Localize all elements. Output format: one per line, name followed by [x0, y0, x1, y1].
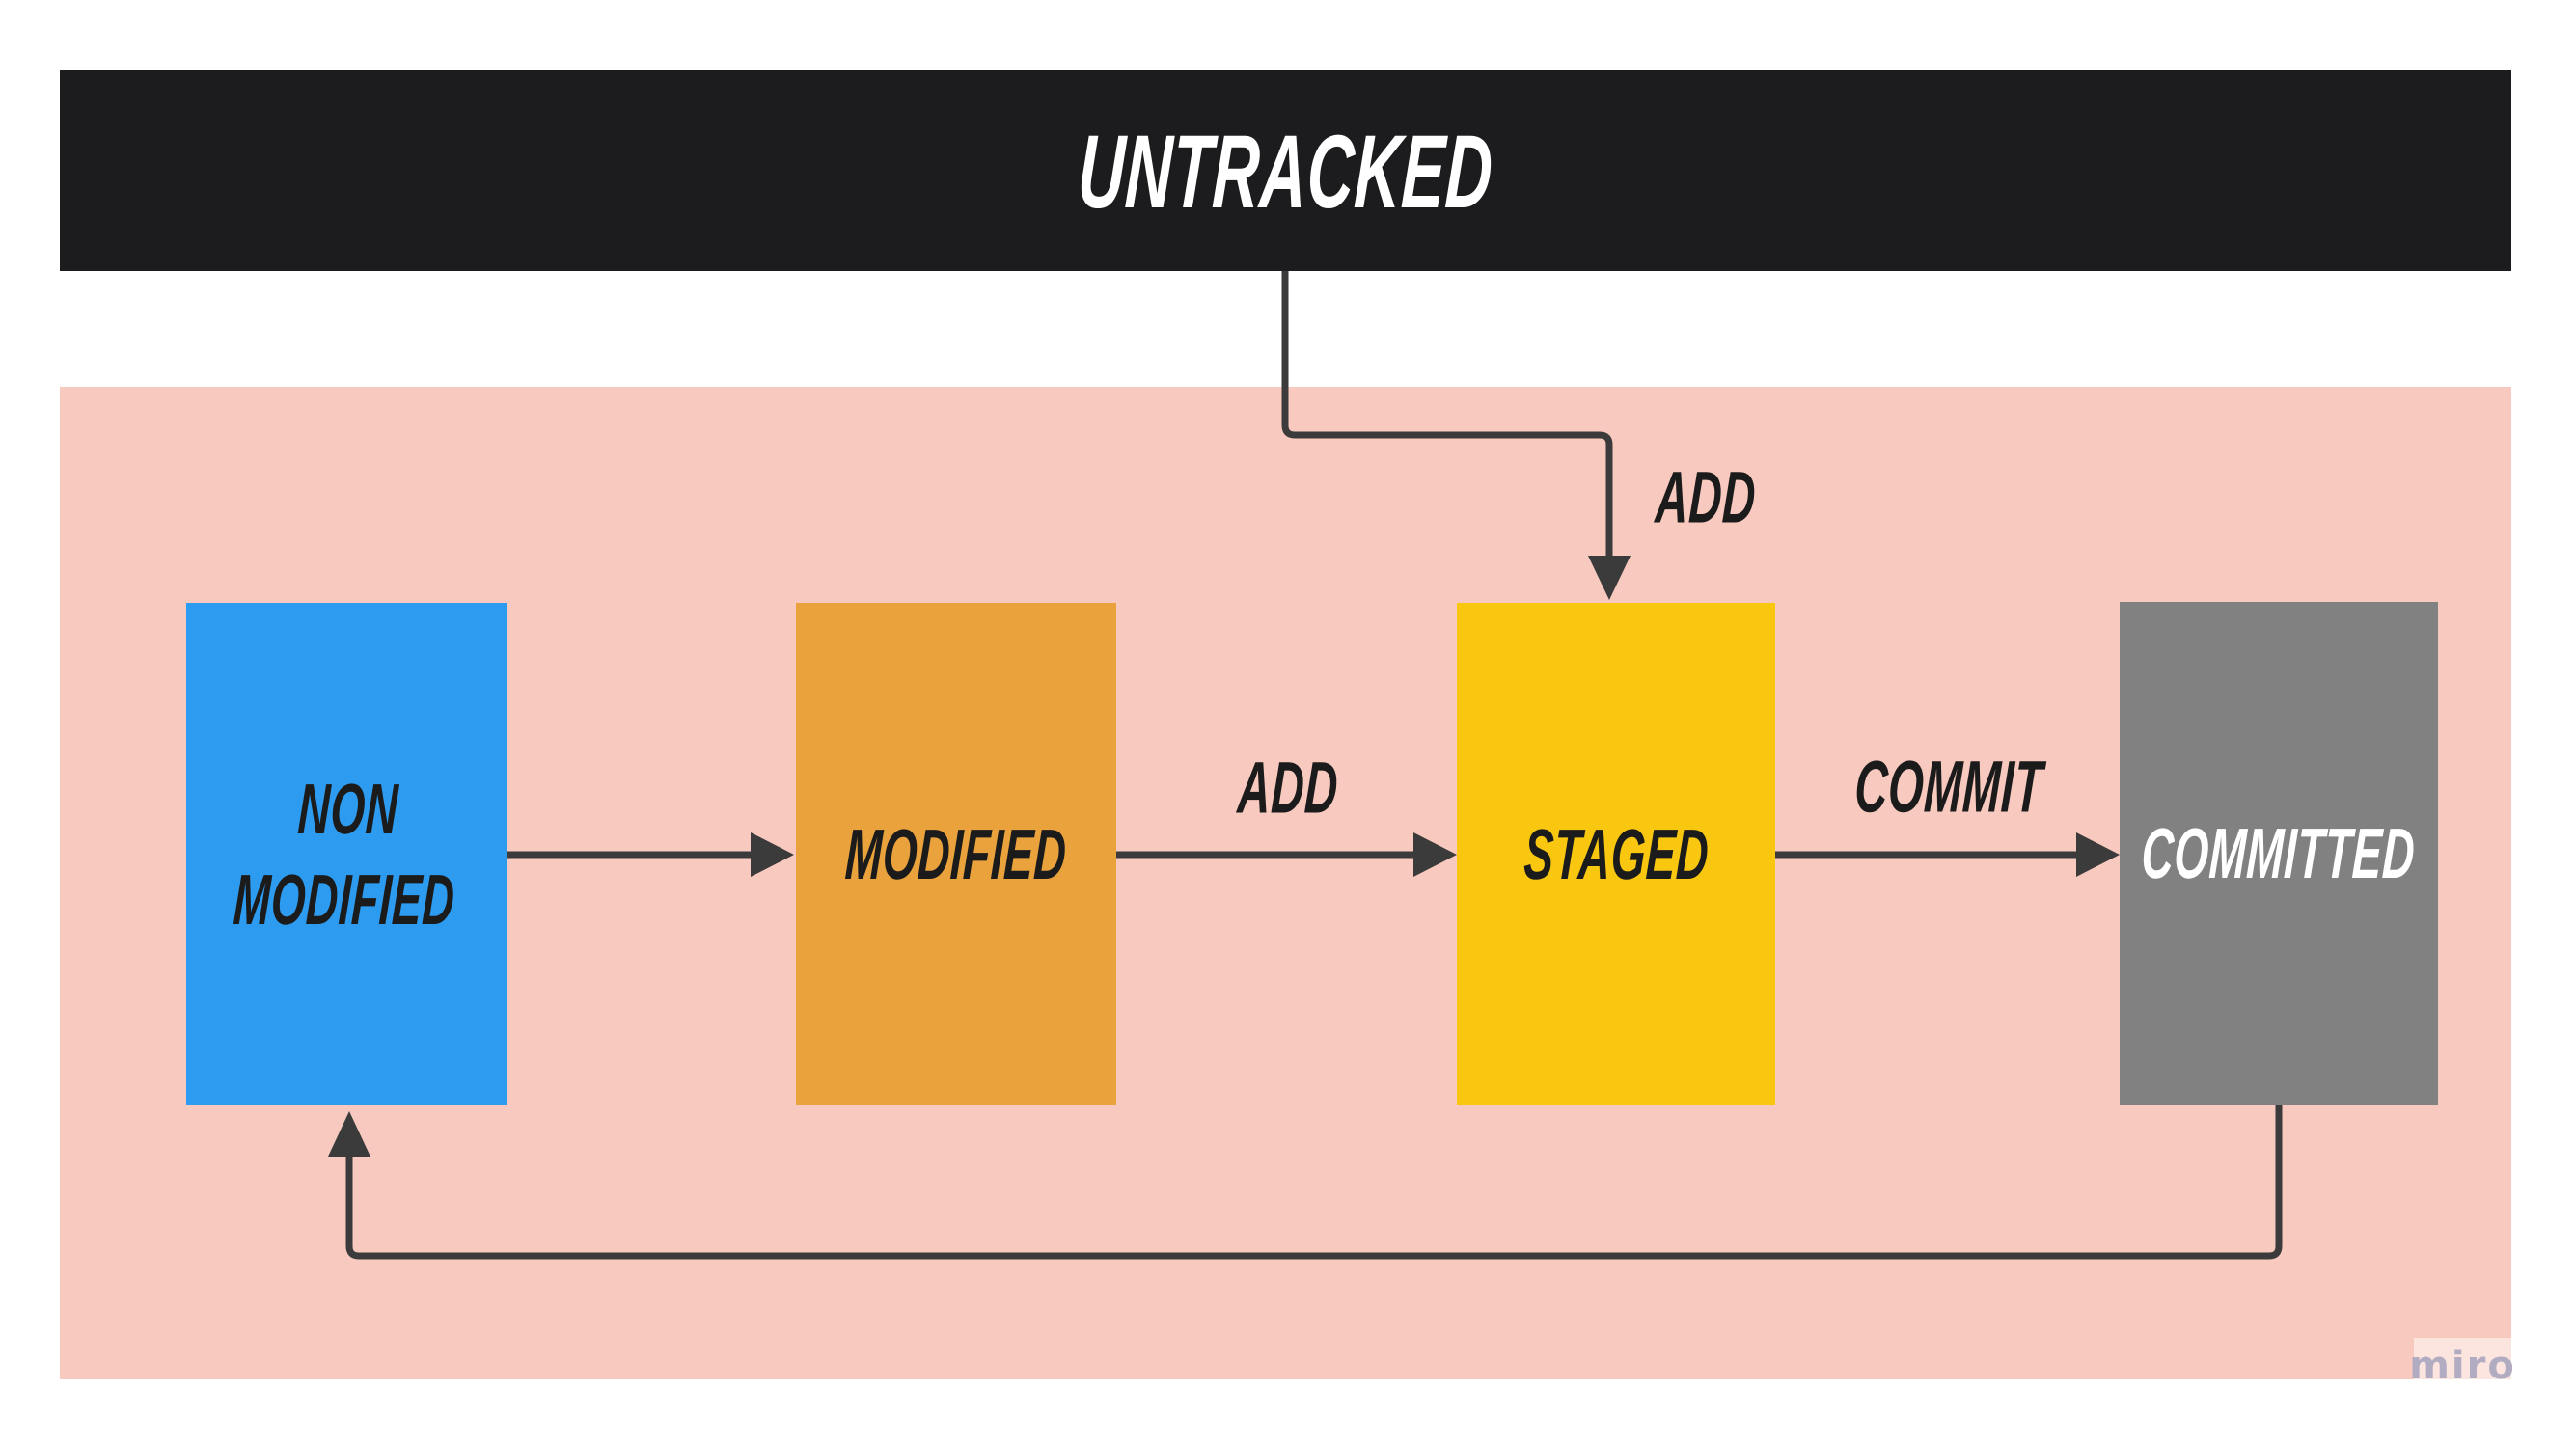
edge-label-add-untracked-text: ADD [1654, 456, 1758, 539]
edge-label-add-modified: ADD [1207, 747, 1369, 831]
arrowhead-right-icon [1413, 832, 1457, 877]
node-modified-label: MODIFIED [843, 813, 1069, 894]
node-committed[interactable]: COMMITTED [2120, 602, 2438, 1105]
untracked-banner-shape[interactable]: UNTRACKED [60, 70, 2511, 271]
miro-watermark-text: miro [2409, 1344, 2516, 1388]
edge-label-add-untracked: ADD [1625, 456, 1787, 540]
edge-label-commit: COMMIT [1797, 746, 2100, 830]
node-non-modified-label: NON MODIFIED [232, 764, 460, 945]
connector-untracked-to-staged-line [1281, 271, 1613, 558]
connector-modified-to-staged[interactable] [1116, 832, 1457, 877]
arrowhead-right-icon [2076, 832, 2120, 877]
node-staged[interactable]: STAGED [1457, 603, 1775, 1105]
node-modified[interactable]: MODIFIED [796, 603, 1116, 1105]
miro-watermark: miro [2409, 1338, 2514, 1385]
node-non-modified-label-line1: NON [296, 768, 400, 849]
arrowhead-up-icon [328, 1111, 370, 1157]
node-staged-label: STAGED [1521, 813, 1711, 894]
node-non-modified[interactable]: NON MODIFIED [186, 603, 507, 1105]
connector-staged-to-committed[interactable] [1775, 832, 2120, 877]
connector-committed-to-non-modified[interactable] [328, 1105, 2283, 1260]
arrowhead-right-icon [751, 832, 794, 877]
edge-label-add-modified-text: ADD [1236, 747, 1340, 830]
connector-untracked-to-staged[interactable] [1281, 271, 1631, 600]
connector-non-modified-to-modified[interactable] [507, 832, 794, 877]
arrowhead-down-icon [1588, 556, 1631, 600]
node-committed-label: COMMITTED [2140, 813, 2418, 893]
node-non-modified-label-line2: MODIFIED [232, 859, 457, 940]
edge-label-commit-text: COMMIT [1852, 746, 2045, 829]
connector-committed-to-non-modified-line [345, 1105, 2283, 1260]
